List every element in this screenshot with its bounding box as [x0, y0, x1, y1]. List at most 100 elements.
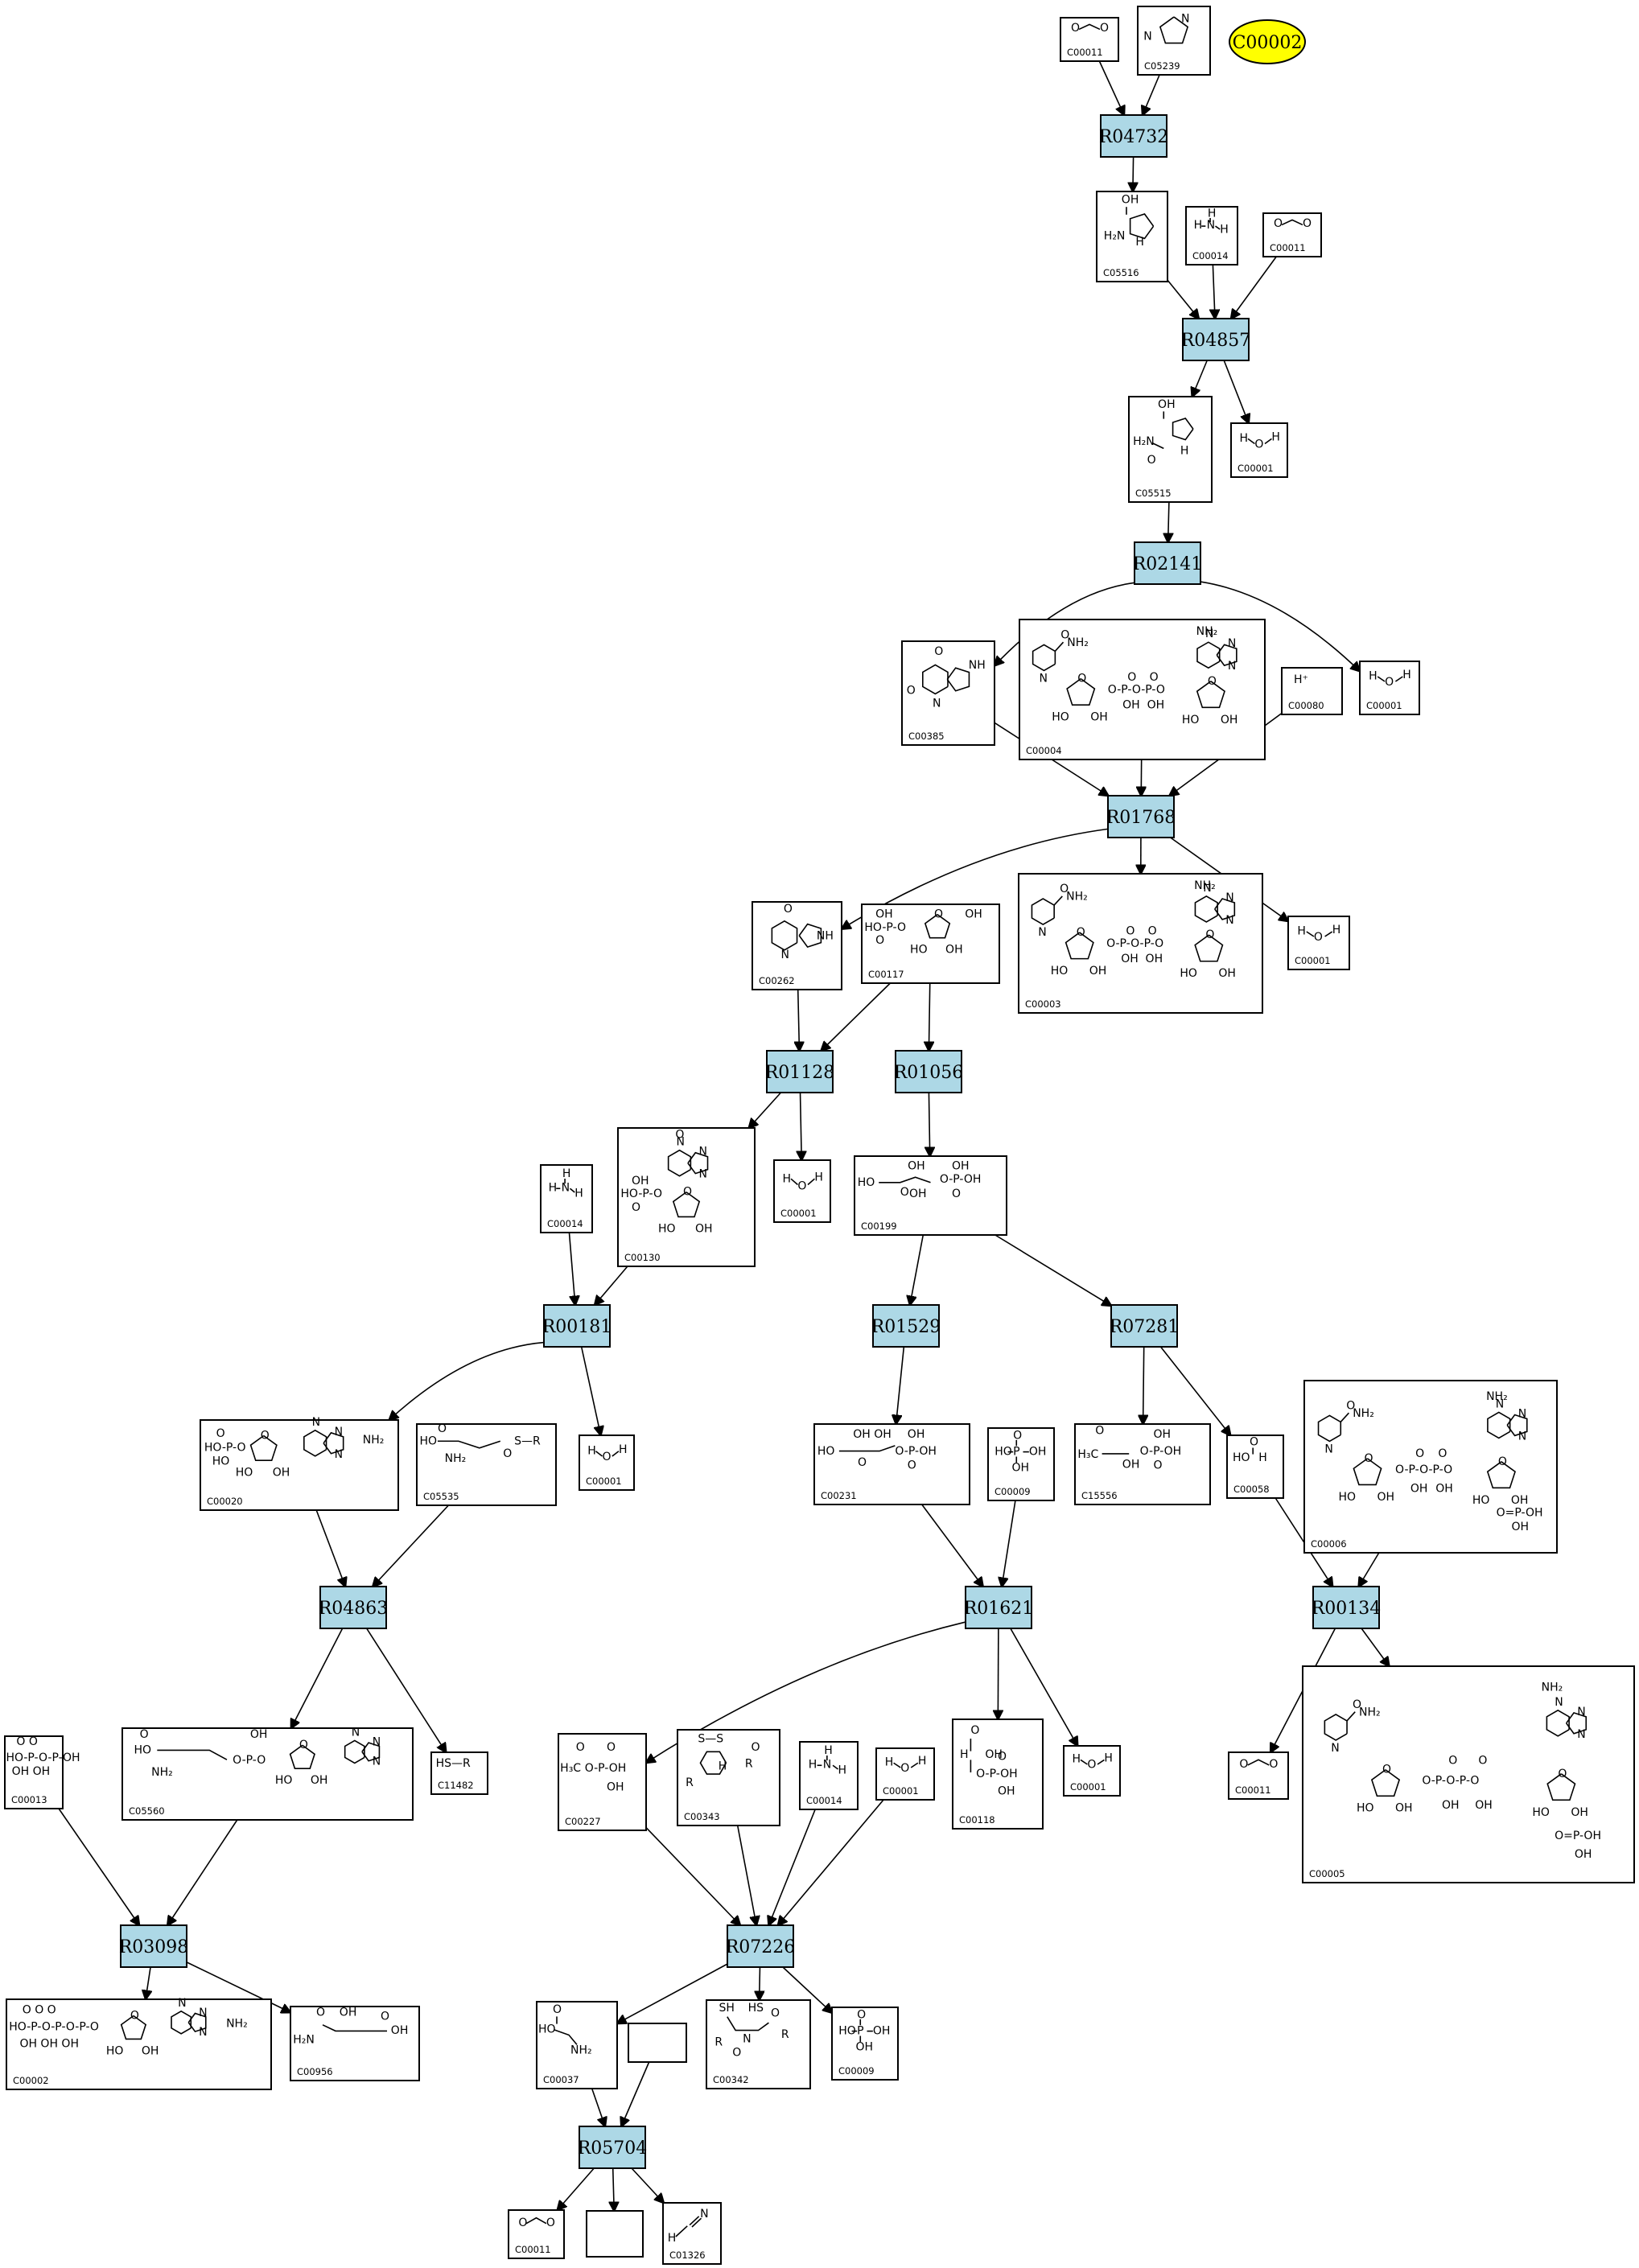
reaction-box[interactable] — [120, 1924, 187, 1968]
highlight-tag[interactable]: C00002 — [1229, 19, 1306, 64]
compound-box[interactable] — [1128, 396, 1213, 503]
highlight-tag-ellipse[interactable] — [1229, 19, 1306, 64]
compound-box[interactable] — [1018, 873, 1263, 1014]
compound-box[interactable] — [579, 1434, 635, 1491]
compound-box[interactable] — [586, 2210, 644, 2258]
reaction-box[interactable] — [1312, 1586, 1380, 1629]
compound-box[interactable] — [1185, 206, 1238, 265]
compound-box[interactable] — [6, 1998, 272, 2090]
compound-box[interactable] — [430, 1751, 488, 1795]
reaction-node[interactable]: R00181 — [542, 1304, 612, 1348]
compound-box[interactable] — [200, 1419, 399, 1511]
compound-box[interactable] — [628, 2023, 687, 2063]
reaction-box[interactable] — [727, 1924, 794, 1968]
compound-box[interactable] — [1063, 1745, 1121, 1797]
reaction-node[interactable]: R01768 — [1106, 795, 1176, 838]
reaction-node[interactable]: R01056 — [894, 1050, 964, 1093]
highlight-tag-label[interactable]: C00002 — [1233, 33, 1303, 53]
compound-box[interactable] — [677, 1729, 780, 1826]
compound-box[interactable] — [952, 1718, 1044, 1830]
compound-node[interactable] — [628, 2023, 687, 2063]
compound-box[interactable] — [773, 1159, 831, 1223]
reaction-box[interactable] — [872, 1304, 940, 1348]
compound-box[interactable] — [4, 1735, 64, 1809]
compound-box[interactable] — [1226, 1434, 1284, 1499]
compound-box[interactable] — [799, 1741, 859, 1810]
compound-box[interactable] — [290, 2006, 420, 2081]
compound-node[interactable] — [586, 2210, 644, 2258]
compound-box[interactable] — [540, 1164, 593, 1233]
compound-box[interactable] — [1230, 422, 1288, 478]
reaction-node[interactable]: R01128 — [765, 1050, 835, 1093]
reaction-node[interactable]: R00134 — [1312, 1586, 1382, 1629]
compound-box[interactable] — [558, 1733, 647, 1831]
reaction-box[interactable] — [1134, 541, 1201, 585]
compound-box[interactable] — [861, 903, 1000, 984]
compound-box[interactable] — [536, 2001, 618, 2089]
reaction-box[interactable] — [766, 1050, 834, 1093]
compound-box[interactable] — [854, 1155, 1007, 1236]
compound-box[interactable] — [1302, 1665, 1635, 1883]
compound-node[interactable]: H⁺C00080 — [1281, 667, 1343, 715]
reaction-node[interactable]: R04732 — [1099, 114, 1169, 158]
compound-box[interactable] — [121, 1727, 414, 1821]
compound-box[interactable] — [1303, 1380, 1558, 1554]
compound-box[interactable] — [987, 1427, 1055, 1501]
reaction-node[interactable]: R07281 — [1110, 1304, 1180, 1348]
reaction-node[interactable]: R01621 — [964, 1586, 1034, 1629]
compound-box[interactable] — [1074, 1423, 1211, 1505]
compound-box[interactable] — [416, 1423, 557, 1506]
reaction-node[interactable]: R01529 — [871, 1304, 941, 1348]
reaction-box[interactable] — [319, 1586, 387, 1629]
compound-box[interactable] — [813, 1423, 970, 1505]
compound-box[interactable] — [1060, 17, 1119, 62]
reaction-box[interactable] — [579, 2126, 646, 2169]
compound-box[interactable] — [1137, 6, 1211, 76]
reaction-node[interactable]: R03098 — [119, 1924, 189, 1968]
compound-box[interactable] — [662, 2202, 722, 2265]
reaction-box[interactable] — [1110, 1304, 1178, 1348]
reaction-box[interactable] — [965, 1586, 1032, 1629]
reaction-box[interactable] — [1182, 318, 1250, 361]
compound-box[interactable] — [901, 640, 995, 746]
compound-box[interactable] — [617, 1127, 756, 1267]
reaction-node[interactable]: R02141 — [1133, 541, 1203, 585]
reaction-node[interactable]: R05704 — [578, 2126, 648, 2169]
compound-box[interactable] — [831, 2007, 899, 2081]
compound-box[interactable] — [706, 1999, 811, 2089]
compound-box[interactable] — [1096, 191, 1168, 282]
